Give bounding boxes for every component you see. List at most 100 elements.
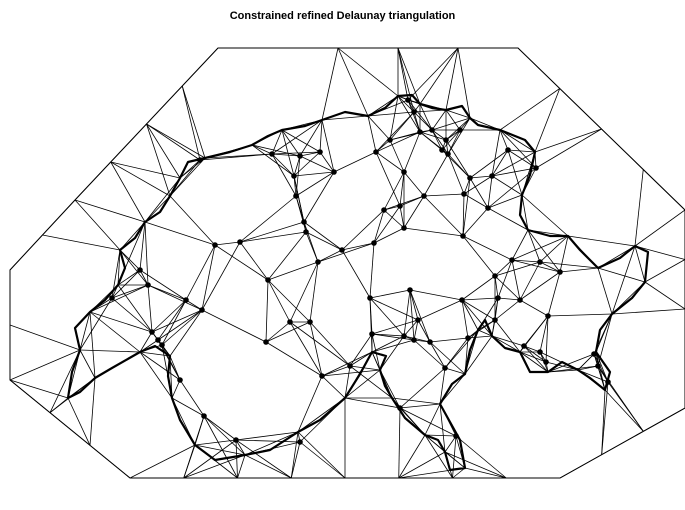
mesh-edge xyxy=(494,261,541,277)
mesh-edge xyxy=(144,221,149,286)
mesh-edge xyxy=(595,351,606,391)
mesh-edge xyxy=(49,397,69,413)
mesh-edge xyxy=(321,365,351,377)
mesh-edge xyxy=(398,434,426,479)
vertex-marker xyxy=(137,267,143,273)
mesh-edge xyxy=(79,349,96,379)
mesh-edge xyxy=(147,284,153,333)
mesh-edge xyxy=(452,467,466,479)
mesh-edge xyxy=(319,151,335,173)
mesh-edge xyxy=(79,349,141,353)
mesh-edge xyxy=(110,161,146,223)
mesh-edge xyxy=(491,335,525,347)
mesh-edge xyxy=(371,339,415,353)
vertex-marker xyxy=(183,297,189,303)
mesh-edge xyxy=(523,345,547,363)
mesh-edge xyxy=(424,434,457,437)
mesh-edge xyxy=(201,244,216,311)
mesh-edge xyxy=(597,267,613,315)
vertex-marker xyxy=(595,363,601,369)
mesh-edge xyxy=(371,351,381,371)
mesh-edge xyxy=(539,315,549,353)
vertex-marker xyxy=(429,127,435,133)
mesh-edge xyxy=(379,335,405,371)
mesh-edge xyxy=(383,171,405,211)
mesh-edge xyxy=(445,109,471,119)
mesh-edge xyxy=(244,454,292,479)
mesh-edge xyxy=(110,161,171,197)
vertex-marker xyxy=(317,149,323,155)
mesh-edge xyxy=(423,153,449,197)
mesh-edge xyxy=(203,415,238,479)
mesh-edge xyxy=(267,261,319,281)
mesh-edge xyxy=(595,313,613,353)
mesh-edge xyxy=(534,88,561,153)
mesh-edge xyxy=(214,244,269,281)
mesh-edge xyxy=(511,229,529,261)
mesh-edge xyxy=(547,271,561,317)
mesh-edge xyxy=(373,227,405,244)
mesh-edge xyxy=(375,111,415,153)
mesh-edge xyxy=(494,319,521,353)
mesh-edge xyxy=(507,149,536,153)
mesh-edge xyxy=(271,153,301,157)
mesh-edge xyxy=(499,88,560,131)
mesh-edge xyxy=(511,259,521,301)
mesh-edge xyxy=(119,249,149,286)
mesh-edge xyxy=(439,367,446,405)
mesh-edge xyxy=(389,129,433,141)
mesh-edge xyxy=(391,397,426,436)
mesh-edge xyxy=(146,123,201,161)
vertex-marker xyxy=(369,331,375,337)
mesh-edge xyxy=(413,111,433,131)
vertex-marker xyxy=(233,437,239,443)
mesh-edge xyxy=(117,269,141,286)
mesh-edge xyxy=(403,289,411,337)
mesh-edge xyxy=(461,275,496,301)
mesh-edge xyxy=(9,324,81,351)
vertex-marker xyxy=(265,277,271,283)
mesh-edge xyxy=(321,47,339,121)
mesh-edge xyxy=(423,193,465,197)
mesh-edge xyxy=(597,365,644,432)
mesh-edge xyxy=(271,151,321,155)
vertex-marker xyxy=(201,413,207,419)
mesh-edge xyxy=(409,289,419,321)
mesh-edge xyxy=(447,117,471,155)
mesh-edge xyxy=(467,335,493,339)
mesh-edge xyxy=(397,47,421,105)
mesh-edge xyxy=(309,321,351,367)
mesh-edge xyxy=(407,99,421,133)
mesh-edge xyxy=(464,335,493,375)
mesh-edge xyxy=(67,397,91,446)
vertex-marker xyxy=(405,97,411,103)
mesh-edge xyxy=(431,109,447,131)
vertex-marker xyxy=(331,169,337,175)
mesh-edge xyxy=(523,345,541,353)
vertex-marker xyxy=(415,317,421,323)
mesh-edge xyxy=(487,194,523,209)
mesh-edge xyxy=(462,235,513,261)
mesh-edge xyxy=(309,261,319,323)
mesh-edge xyxy=(389,95,399,141)
mesh-edge xyxy=(344,397,401,409)
vertex-marker xyxy=(145,282,151,288)
vertex-marker xyxy=(373,149,379,155)
mesh-edge xyxy=(235,439,301,443)
vertex-marker xyxy=(381,207,387,213)
mesh-edge xyxy=(151,299,187,333)
mesh-edge xyxy=(111,269,141,299)
mesh-edge xyxy=(431,117,471,131)
mesh-edge xyxy=(303,221,343,251)
mesh-edge xyxy=(397,95,415,113)
vertex-marker xyxy=(411,337,417,343)
mesh-edge xyxy=(409,289,463,301)
mesh-edge xyxy=(447,153,465,195)
mesh-edge xyxy=(341,242,375,251)
mesh-edge xyxy=(567,235,636,247)
mesh-edge xyxy=(293,155,301,177)
vertex-marker xyxy=(319,373,325,379)
mesh-edge xyxy=(204,153,273,159)
vertex-marker xyxy=(460,233,466,239)
vertex-marker xyxy=(367,295,373,301)
